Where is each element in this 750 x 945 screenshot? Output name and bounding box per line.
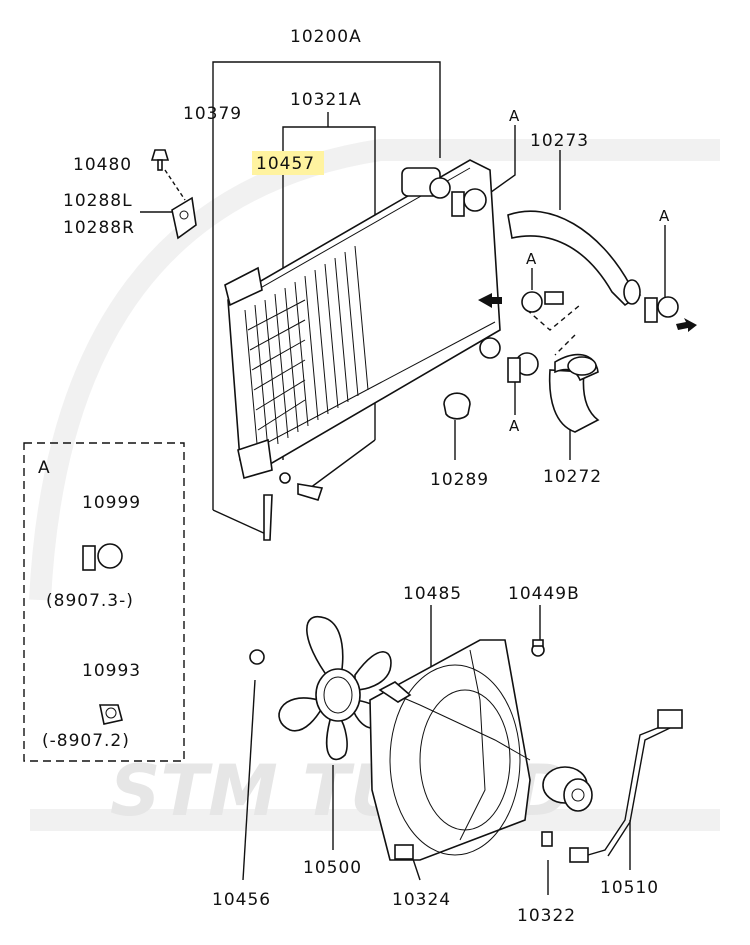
fan-blade (278, 615, 392, 761)
label-10324: 10324 (392, 890, 451, 910)
label-10288L: 10288L (63, 191, 133, 211)
inset-box: A 10999 (8907.3-) 10993 (-8907.2) (23, 442, 185, 762)
wiring-harness (569, 709, 683, 863)
label-10288R: 10288R (63, 218, 135, 238)
label-10200A: 10200A (290, 27, 362, 47)
inset-part-10999: 10999 (82, 493, 141, 513)
label-10485: 10485 (403, 584, 462, 604)
label-10510: 10510 (600, 878, 659, 898)
callout-a-right: A (659, 207, 670, 225)
callout-a-top: A (509, 107, 520, 125)
label-10500: 10500 (303, 858, 362, 878)
label-10272: 10272 (543, 467, 602, 487)
label-10456: 10456 (212, 890, 271, 910)
inset-range-1: (8907.3-) (46, 591, 134, 611)
part-labels: 10200A 10379 10321A 10457 10480 10288L 1… (63, 27, 659, 926)
inset-part-10993: 10993 (82, 661, 141, 681)
inset-range-2: (-8907.2) (42, 731, 130, 751)
highlight-10457 (252, 151, 324, 175)
hose-clamps (451, 188, 679, 383)
leader-lines (140, 61, 666, 895)
label-10379: 10379 (183, 104, 242, 124)
fan-shroud (369, 639, 531, 861)
label-10273: 10273 (530, 131, 589, 151)
callout-a-lower: A (509, 417, 520, 435)
label-10457: 10457 (256, 154, 315, 174)
hoses (507, 210, 642, 433)
callout-a-mid: A (526, 250, 537, 268)
label-10289: 10289 (430, 470, 489, 490)
label-10449B: 10449B (508, 584, 580, 604)
fan-motor (542, 766, 593, 812)
inset-title: A (38, 458, 51, 478)
radiator (224, 159, 501, 541)
fasteners (150, 149, 553, 847)
detail-callouts: A A A A (509, 107, 670, 435)
label-10321A: 10321A (290, 90, 362, 110)
label-10480: 10480 (73, 155, 132, 175)
flow-arrow-left (478, 293, 502, 308)
label-10322: 10322 (517, 906, 576, 926)
flow-arrow-right (676, 318, 697, 332)
